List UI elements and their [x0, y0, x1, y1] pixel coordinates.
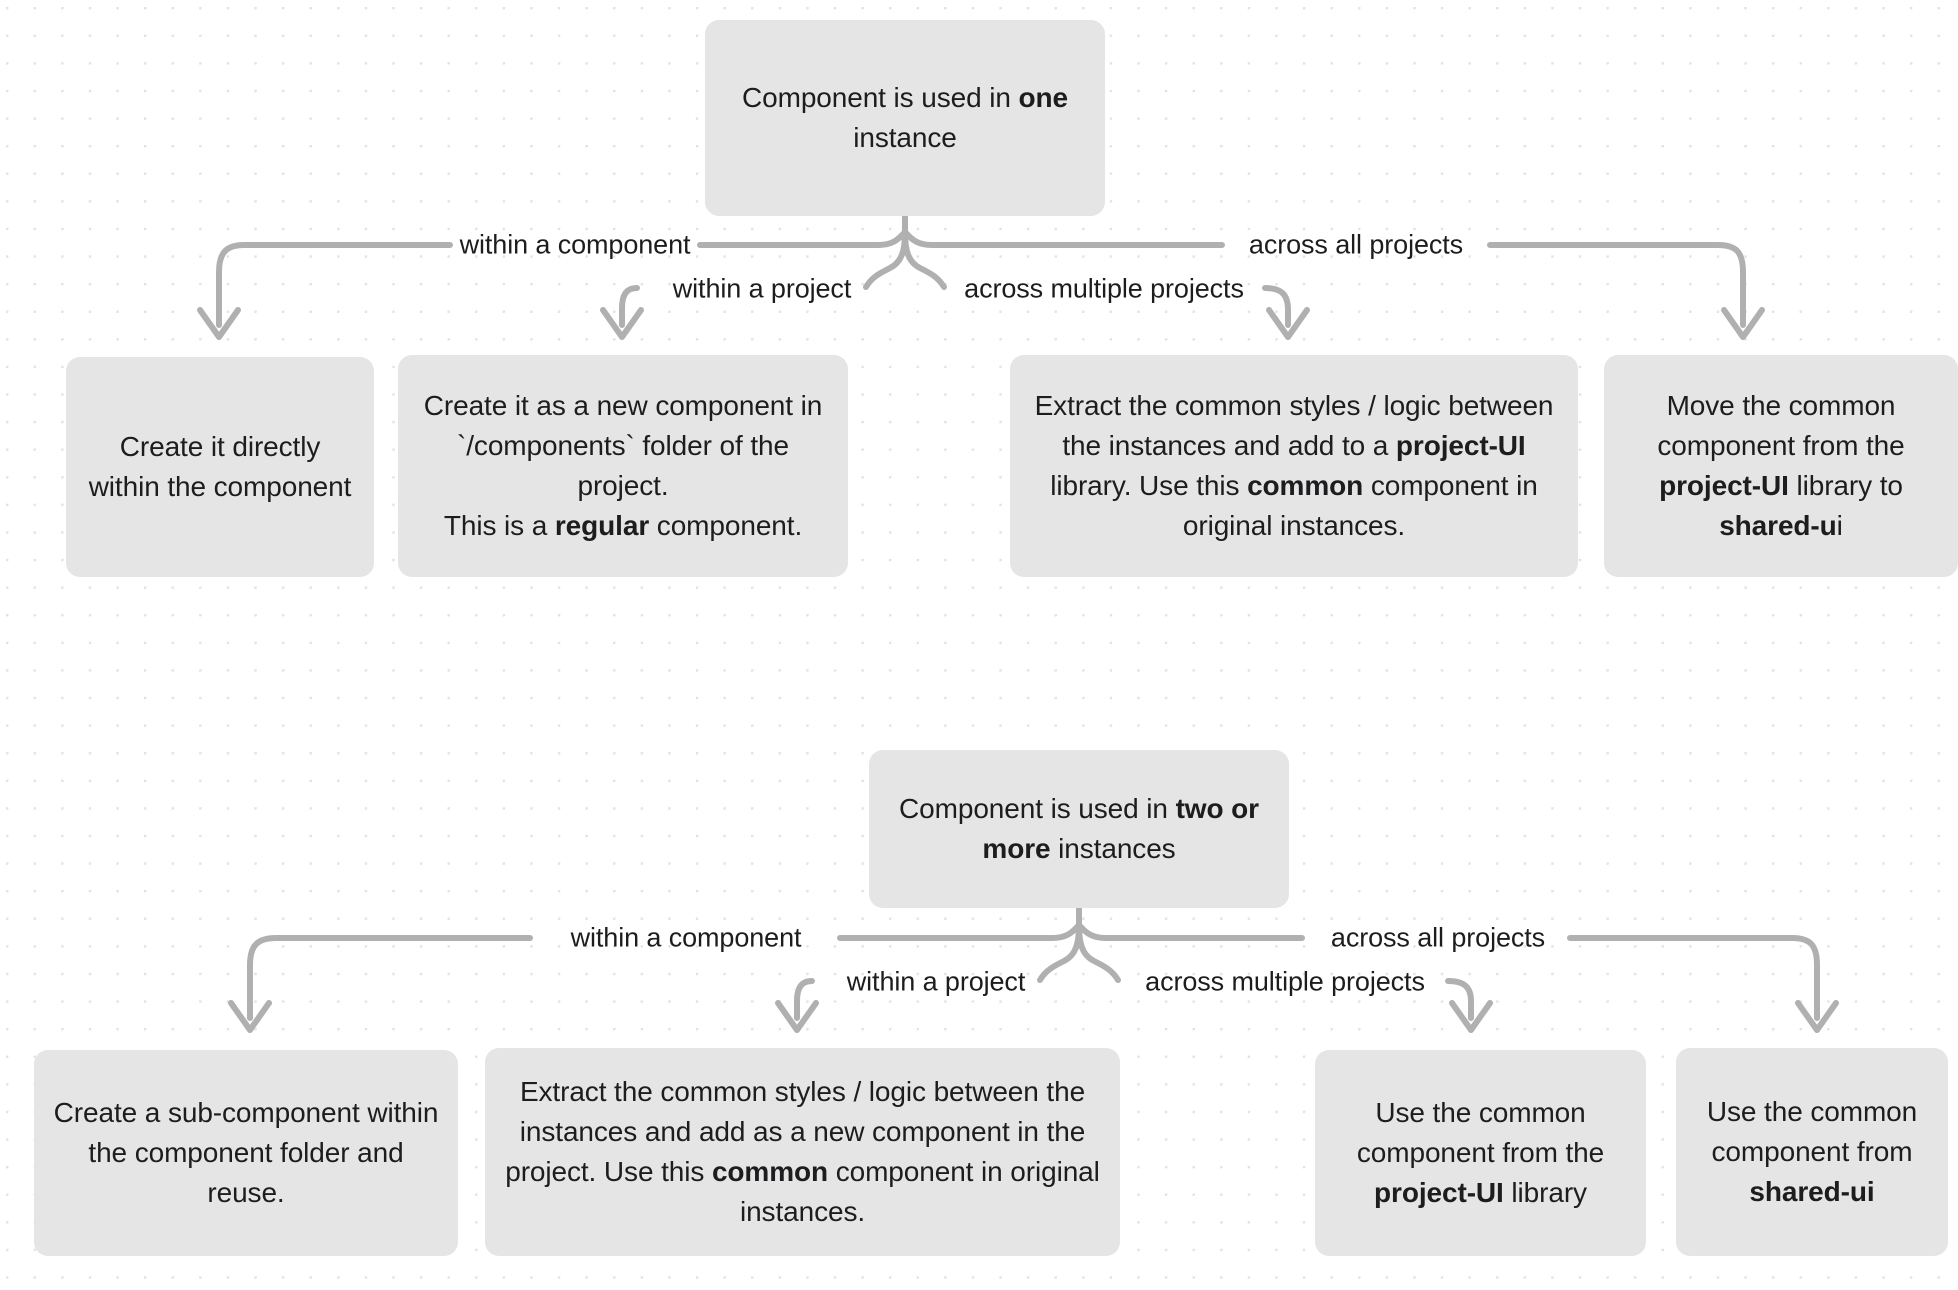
edge-tree2-within-project-run: [794, 978, 815, 1021]
edge-tree2-across-multiple: [1076, 922, 1121, 983]
edge-tree2-across-multiple-run: [1445, 978, 1474, 1021]
node-root-one-instance[interactable]: Component is used in one instance: [705, 20, 1105, 216]
arrow-tree2-across-all: [1795, 1000, 1839, 1033]
node-one-within-component[interactable]: Create it directly within the component: [66, 357, 374, 577]
arrow-tree2-across-multiple: [1449, 1000, 1493, 1033]
edge-tree1-across-all-run: [1487, 242, 1746, 328]
edge-label-tree1-across-all-projects: across all projects: [1248, 229, 1464, 260]
edge-label-tree2-within-project: within a project: [846, 966, 1026, 997]
node-two-across-all-projects[interactable]: Use the common component from shared-ui: [1676, 1048, 1948, 1256]
edge-tree2-across-all-run: [1567, 935, 1820, 1021]
edge-tree1-within-component: [697, 229, 908, 248]
node-root-two-or-more-instances[interactable]: Component is used in two or more instanc…: [869, 750, 1289, 908]
arrow-tree1-within-project: [600, 307, 644, 340]
edge-label-tree1-across-multiple-projects: across multiple projects: [964, 273, 1244, 304]
arrow-tree1-across-all: [1721, 307, 1765, 340]
node-two-within-project[interactable]: Extract the common styles / logic betwee…: [485, 1048, 1120, 1256]
edge-tree1-across-multiple: [902, 229, 947, 290]
node-root-one-instance-label: Component is used in one instance: [742, 81, 1068, 153]
edge-tree2-within-component: [837, 922, 1082, 941]
node-two-within-component[interactable]: Create a sub-component within the compon…: [34, 1050, 458, 1256]
edge-tree1-across-all: [902, 229, 1225, 248]
edge-label-tree1-within-component: within a component: [459, 229, 691, 260]
edge-tree1-within-project-run: [619, 285, 640, 328]
arrow-tree2-within-project: [775, 1000, 819, 1033]
node-one-within-project-label: Create it as a new component in `/compon…: [423, 389, 823, 542]
arrow-tree1-within-component: [197, 307, 241, 340]
node-one-across-multiple-projects[interactable]: Extract the common styles / logic betwee…: [1010, 355, 1578, 577]
edge-label-tree2-within-component: within a component: [570, 922, 802, 953]
node-one-across-multiple-projects-label: Extract the common styles / logic betwee…: [1034, 389, 1554, 542]
node-root-two-or-more-instances-label: Component is used in two or more instanc…: [899, 792, 1259, 864]
edge-tree2-across-all: [1076, 922, 1305, 941]
arrow-tree2-within-component: [228, 1000, 272, 1033]
node-two-within-component-label: Create a sub-component within the compon…: [53, 1096, 439, 1209]
edge-label-tree1-within-project: within a project: [672, 273, 852, 304]
node-one-within-component-label: Create it directly within the component: [88, 430, 352, 502]
node-one-within-project[interactable]: Create it as a new component in `/compon…: [398, 355, 848, 577]
node-two-across-all-projects-label: Use the common component from shared-ui: [1706, 1095, 1918, 1208]
edge-tree1-within-project: [863, 229, 908, 290]
node-one-across-all-projects-label: Move the common component from the proje…: [1657, 389, 1905, 542]
edge-tree1-across-multiple-run: [1262, 285, 1291, 328]
edge-label-tree2-across-multiple-projects: across multiple projects: [1145, 966, 1425, 997]
arrow-tree1-across-multiple: [1266, 307, 1310, 340]
node-one-across-all-projects[interactable]: Move the common component from the proje…: [1604, 355, 1958, 577]
edge-tree2-within-component-run: [247, 935, 533, 1021]
node-two-across-multiple-projects-label: Use the common component from the projec…: [1356, 1096, 1605, 1209]
edge-label-tree2-across-all-projects: across all projects: [1330, 922, 1546, 953]
edge-tree1-within-component-run: [216, 242, 453, 328]
node-two-across-multiple-projects[interactable]: Use the common component from the projec…: [1315, 1050, 1646, 1256]
edge-tree2-within-project: [1037, 922, 1082, 983]
node-two-within-project-label: Extract the common styles / logic betwee…: [505, 1075, 1100, 1228]
